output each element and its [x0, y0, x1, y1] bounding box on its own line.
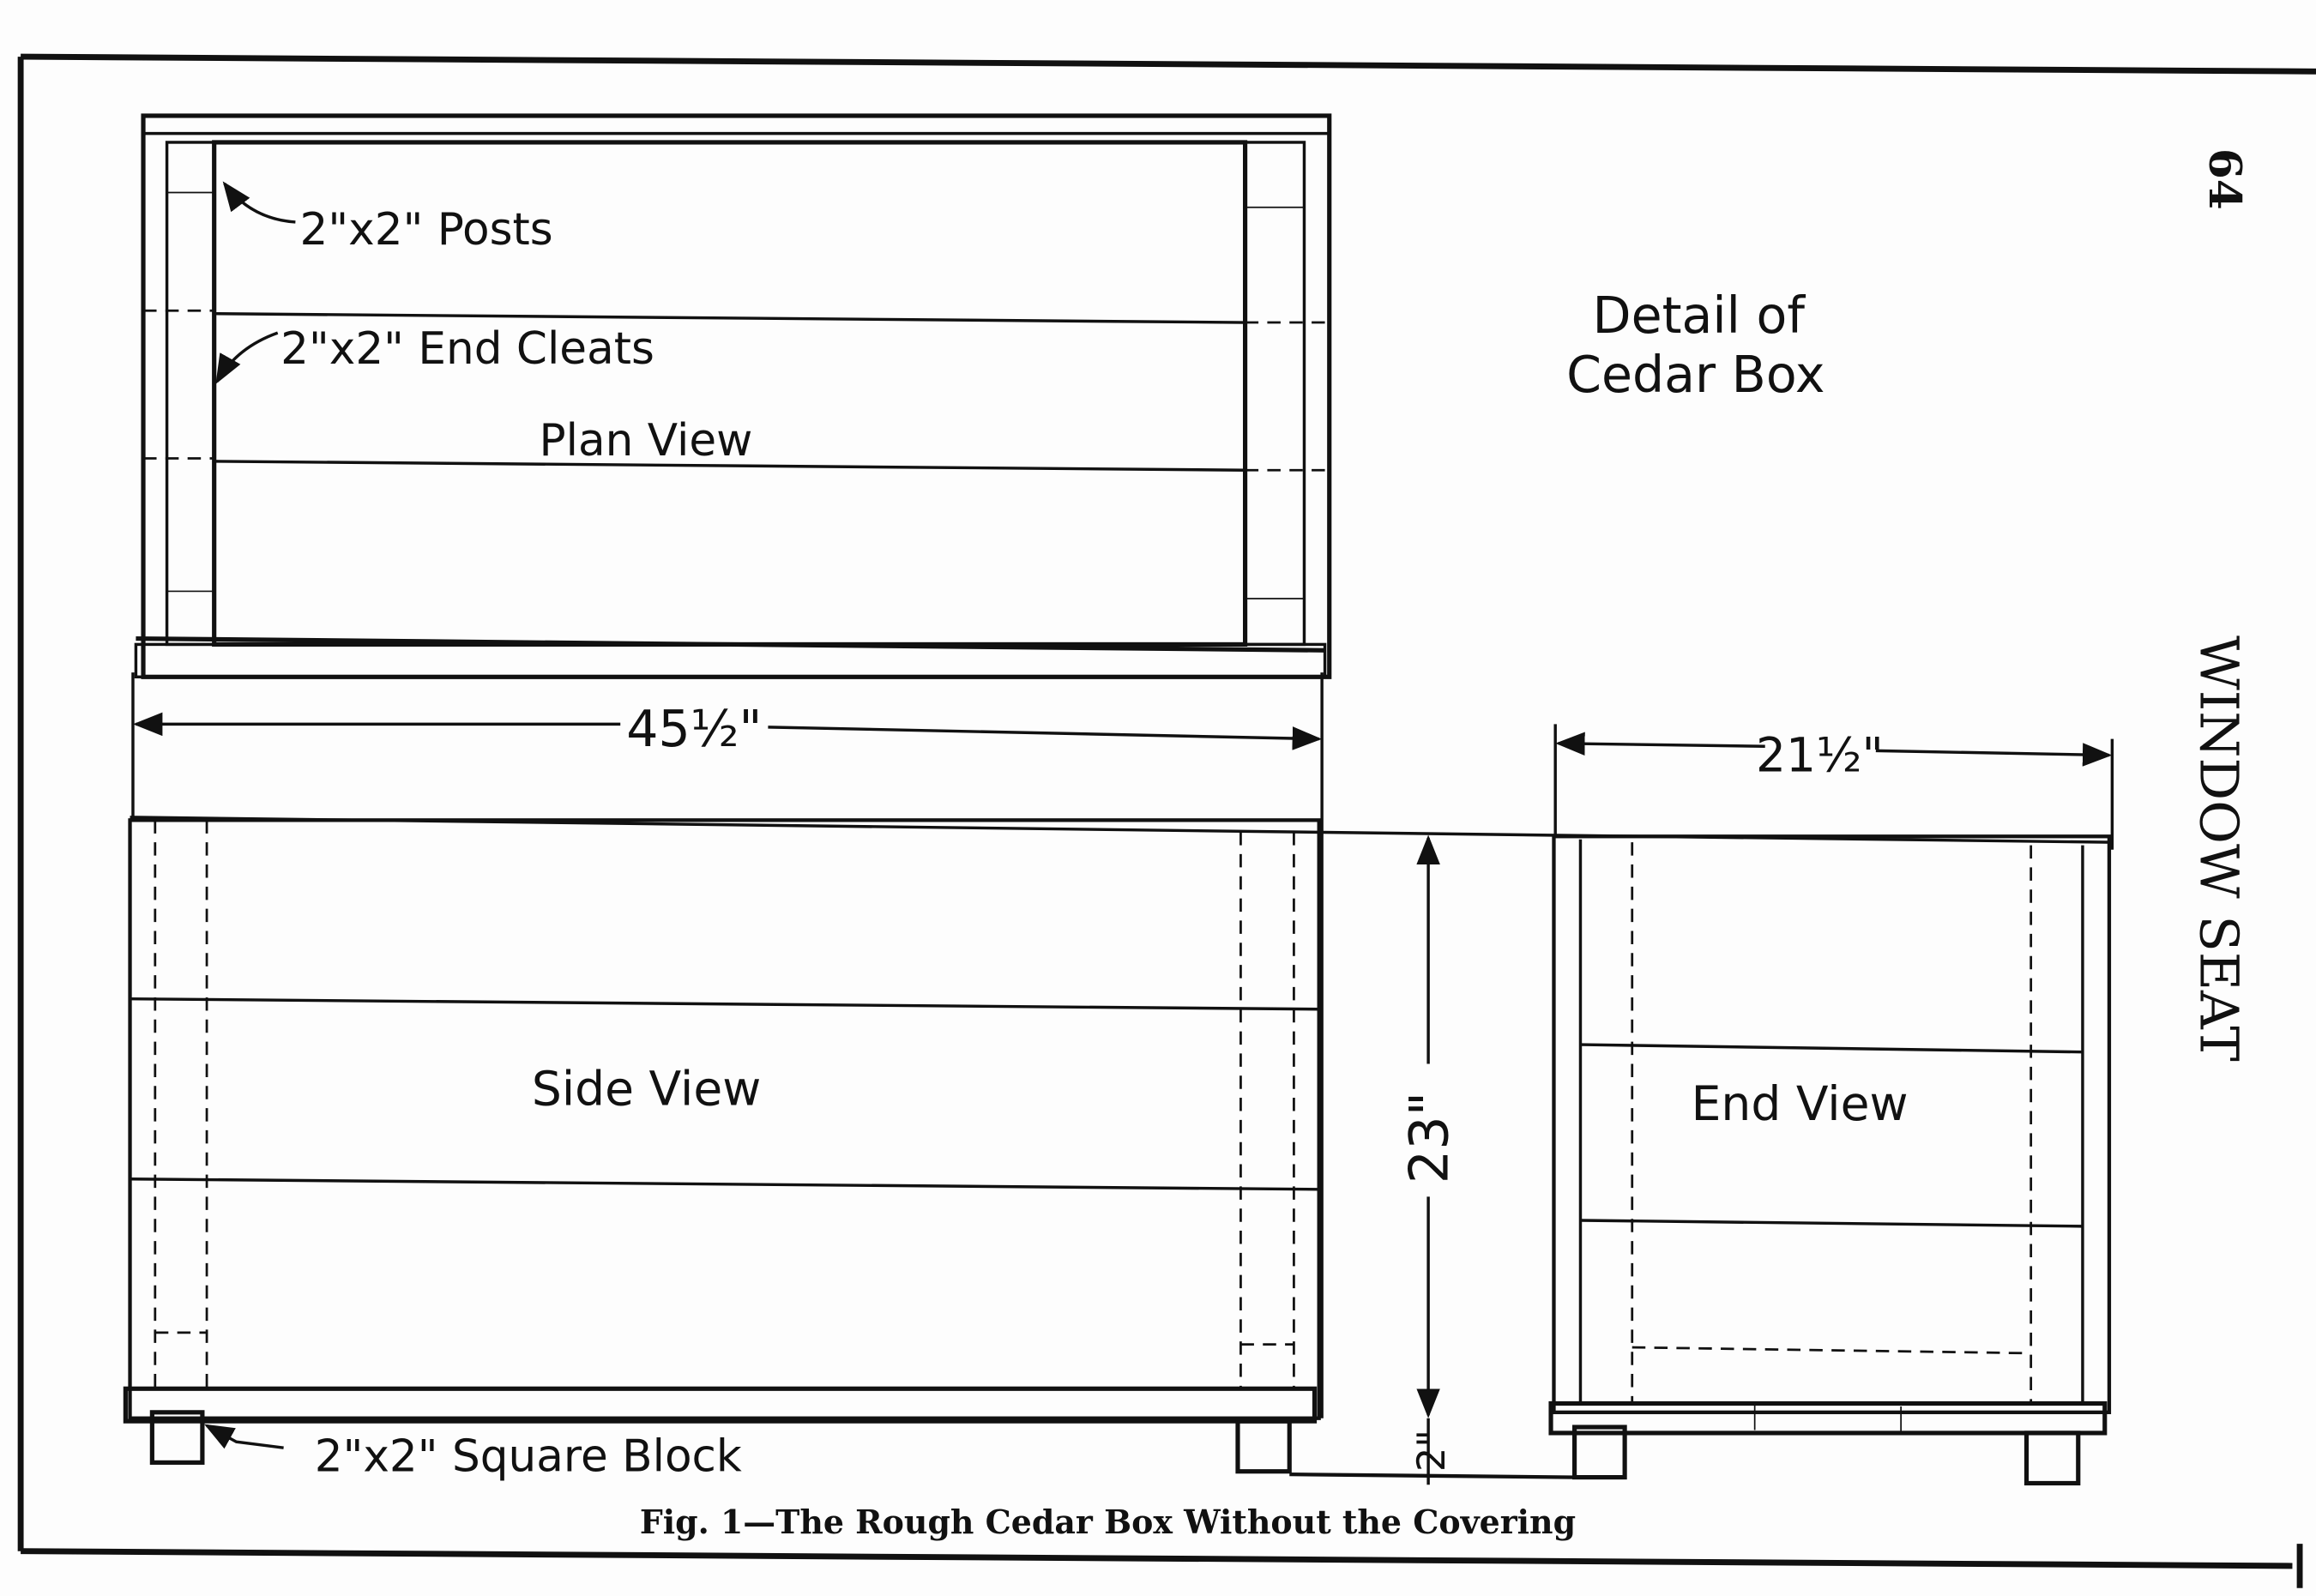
running-title: WINDOW SEAT	[2188, 635, 2251, 1062]
title-line1: Detail of	[1593, 286, 1806, 345]
plan-view	[134, 113, 1332, 679]
length-label: 45½"	[626, 700, 762, 758]
square-block	[1235, 1418, 1292, 1474]
leader-lines	[204, 181, 296, 1449]
end-bottom-board	[1548, 1400, 2108, 1436]
square-block	[2023, 1430, 2081, 1486]
side-view-label: Side View	[532, 1062, 761, 1117]
page-number: 64	[2198, 148, 2250, 210]
posts-label: 2"x2" Posts	[300, 204, 553, 256]
leg-height-label: 2"	[1408, 1430, 1454, 1472]
height-dimension	[1289, 834, 1578, 1485]
end-view-label: End View	[1692, 1076, 1909, 1131]
right-post	[1243, 141, 1306, 647]
title-line2: Cedar Box	[1566, 346, 1824, 404]
figure-caption: Fig. 1—The Rough Cedar Box Without the C…	[640, 1503, 1576, 1541]
side-view	[123, 818, 1321, 1474]
end-cleats-label: 2"x2" End Cleats	[280, 323, 654, 375]
height-label: 23"	[1398, 1092, 1461, 1183]
end-view	[1548, 834, 2112, 1486]
width-dimension	[1553, 724, 2114, 850]
left-post	[165, 141, 216, 647]
plan-view-label: Plan View	[540, 415, 753, 467]
page-border	[17, 53, 2316, 1588]
square-block	[1572, 1424, 1627, 1480]
width-label: 21½"	[1756, 728, 1884, 783]
extension-lines	[130, 672, 2113, 1418]
side-bottom-board	[123, 1386, 1318, 1424]
square-block	[149, 1410, 205, 1465]
length-dimension	[132, 712, 1323, 750]
square-block-label: 2"x2" Square Block	[315, 1431, 742, 1483]
